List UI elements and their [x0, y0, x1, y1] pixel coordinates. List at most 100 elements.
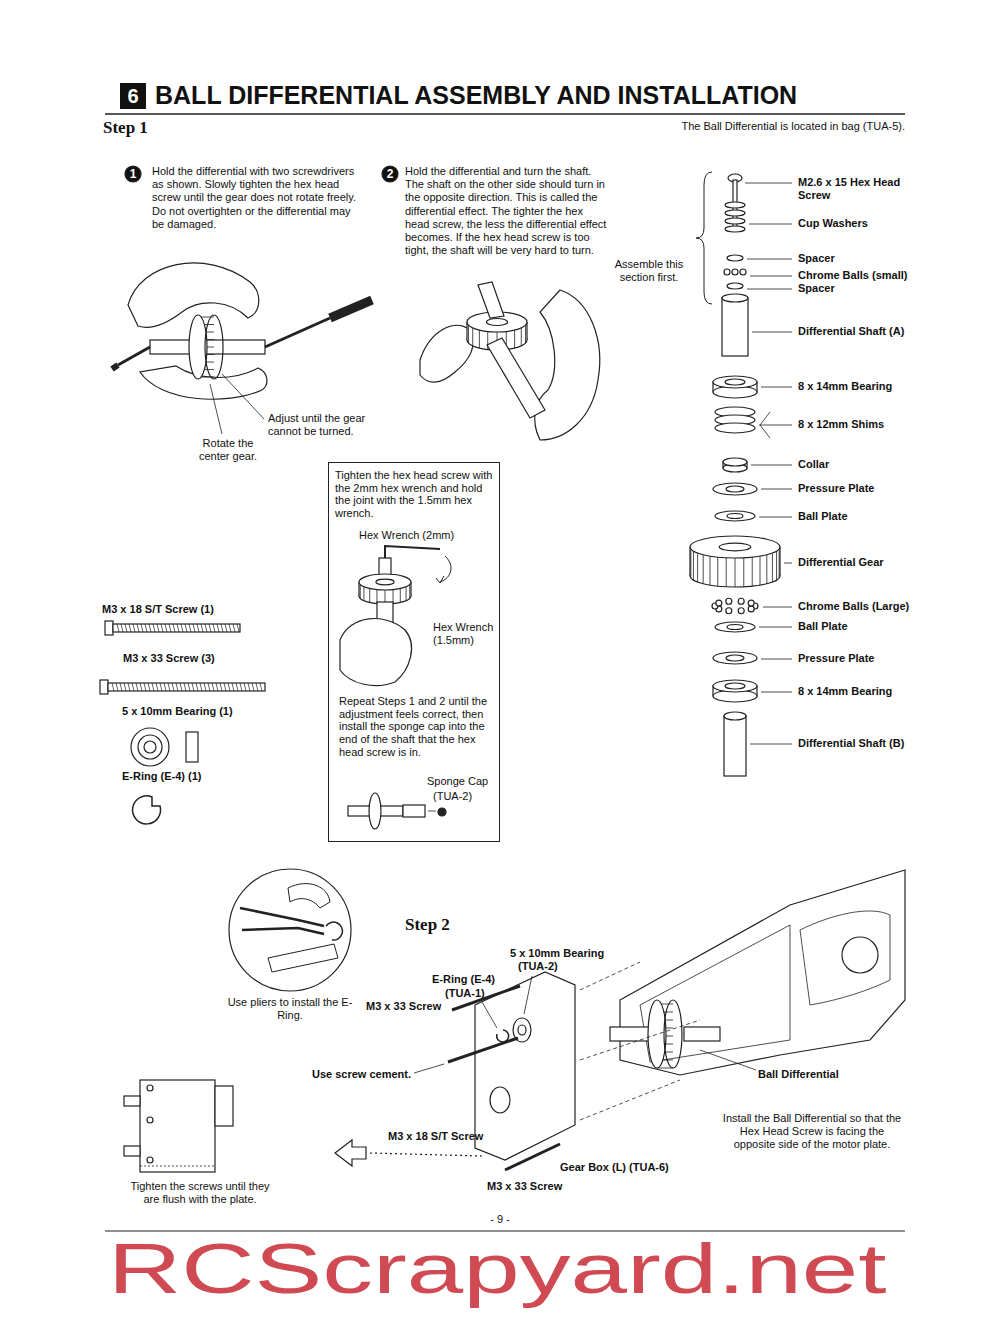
machine-screw: [144, 683, 146, 691]
chrome-ball: [732, 269, 738, 275]
cup-washer: [725, 210, 745, 216]
differential-gear: [205, 315, 223, 379]
machine-screw: [228, 683, 230, 691]
e-ring: [497, 1030, 509, 1042]
screwdriver: [118, 347, 150, 365]
leader-line: [750, 276, 792, 277]
arrow-line: [428, 811, 436, 812]
st-screw: [145, 624, 147, 632]
screw-head: [147, 1085, 153, 1091]
leader-line: [700, 1050, 756, 1070]
page-title: BALL DIFFERENTIAL ASSEMBLY AND INSTALLAT…: [155, 80, 797, 110]
st-screw: [237, 624, 239, 632]
machine-screw: [248, 683, 250, 691]
bearing: [725, 379, 745, 385]
part-name: Pressure Plate: [798, 652, 874, 665]
outline: [125, 166, 141, 182]
shim: [715, 423, 755, 433]
machine-screw: [152, 683, 154, 691]
machine-screw: [108, 683, 265, 691]
assembly-line: [580, 962, 640, 990]
part-name: 8 x 12mm Shims: [798, 418, 884, 431]
spacer: [727, 283, 743, 289]
instruction-text: Hold the differential with two screwdriv…: [152, 165, 357, 231]
differential-gear: [189, 315, 207, 379]
leader-line: [760, 425, 770, 438]
st-screw: [133, 624, 135, 632]
machine-screw: [136, 683, 138, 691]
assembly-line: [580, 1020, 700, 1060]
gear-box-hole: [490, 1087, 510, 1113]
differential-gear: [772, 553, 773, 582]
machine-screw: [188, 683, 190, 691]
step-bubble: 2: [381, 165, 399, 183]
pressure-plate: [713, 652, 757, 664]
outline: [382, 166, 398, 182]
callout-text: Rotate the center gear.: [186, 437, 270, 463]
screwdriver: [265, 318, 330, 347]
part-name: Differential Gear: [798, 556, 884, 569]
st-screw: [105, 621, 113, 635]
part-name: Chrome Balls (Large): [798, 600, 909, 613]
hint-box: Tighten the hex head screw with the 2mm …: [328, 462, 500, 842]
differential-gear: [664, 1000, 682, 1068]
chrome-ball: [738, 608, 744, 614]
part-name: Collar: [798, 458, 829, 471]
hint-text: Repeat Steps 1 and 2 until the adjustmen…: [339, 695, 495, 758]
part-name: M3 x 18 S/T Screw (1): [102, 603, 272, 616]
differential-gear: [468, 325, 469, 343]
flush-line: [140, 1166, 215, 1167]
st-screw: [165, 624, 167, 632]
screw: [505, 1144, 560, 1170]
machine-screw: [192, 683, 194, 691]
differential-shaft: [610, 1027, 650, 1041]
part-name: Gear Box (L) (TUA-6): [560, 1161, 669, 1174]
hand-outline: [535, 290, 600, 440]
part-name: 5 x 10mm Bearing: [510, 947, 604, 960]
step-heading: Step 2: [405, 915, 495, 935]
differential-gear: [400, 588, 401, 602]
housing-detail: [800, 911, 890, 1005]
leader-line: [747, 289, 792, 290]
differential-shaft: [487, 338, 545, 418]
leader-line: [414, 1064, 444, 1073]
bearing: [725, 683, 745, 689]
st-screw: [161, 624, 163, 632]
differential-gear: [760, 556, 761, 585]
machine-screw: [148, 683, 150, 691]
bearing: [144, 741, 156, 753]
part-name: 8 x 14mm Bearing: [798, 380, 892, 393]
bearing: [518, 1025, 526, 1035]
leader-line: [524, 976, 532, 1014]
differential-gear: [360, 584, 361, 598]
instruction-text: Hold the differential and turn the shaft…: [405, 165, 610, 257]
differential-gear: [359, 574, 411, 590]
differential-gear: [719, 543, 751, 551]
st-screw: [189, 624, 191, 632]
bag-code: (TUA-1): [445, 987, 485, 1000]
shaft: [268, 944, 338, 972]
bag-note: The Ball Differential is located in bag …: [600, 120, 905, 133]
leader-line: [482, 1002, 497, 1028]
ball-plate: [715, 622, 755, 632]
part-name: M3 x 33 Screw (3): [123, 652, 273, 665]
differential-gear: [409, 584, 410, 598]
hand-outline: [420, 325, 473, 382]
ball-plate: [727, 625, 743, 630]
e-ring: [326, 922, 342, 940]
machine-screw: [240, 683, 242, 691]
st-screw: [121, 624, 123, 632]
st-screw: [217, 624, 219, 632]
step-heading: Step 1: [103, 118, 193, 138]
st-screw: [209, 624, 211, 632]
machine-screw: [216, 683, 218, 691]
st-screw: [177, 624, 179, 632]
watermark: RCScrapyard.net: [108, 1234, 887, 1304]
hint-text: Hex Wrench (1.5mm): [433, 621, 495, 646]
leader-line: [761, 489, 792, 490]
machine-screw: [112, 683, 114, 691]
part-name: Ball Plate: [798, 620, 848, 633]
leader-line: [752, 332, 792, 333]
machine-screw: [128, 683, 130, 691]
st-screw: [221, 624, 223, 632]
